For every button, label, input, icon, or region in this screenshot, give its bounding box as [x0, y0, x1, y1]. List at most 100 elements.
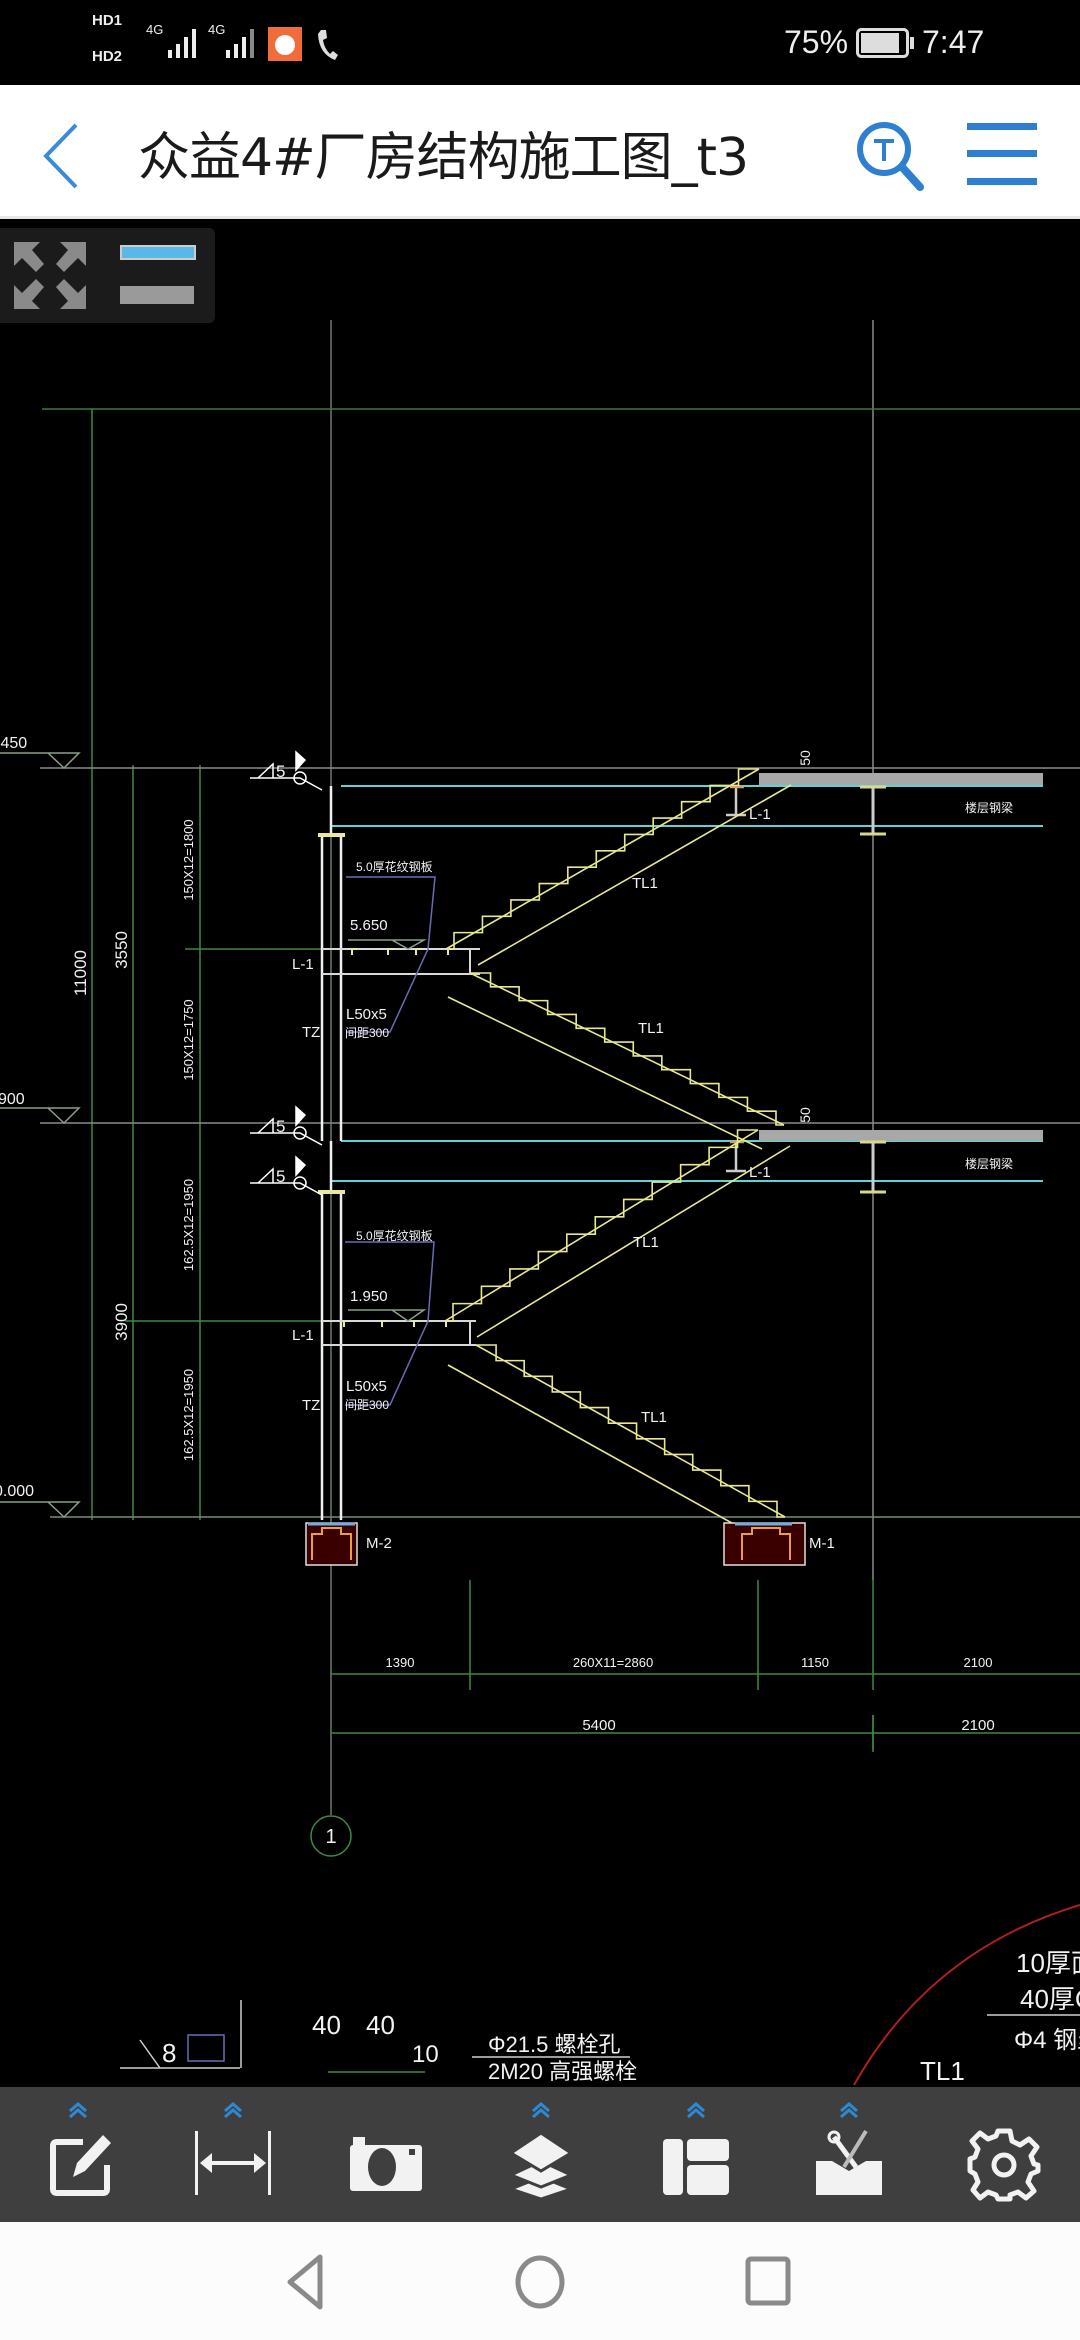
- detail-label: TL1: [920, 2056, 965, 2086]
- measure-distance-icon: [195, 2131, 271, 2195]
- expand-chevron-icon: [687, 2102, 705, 2119]
- stair-nosing-line: [469, 972, 785, 1126]
- bottom-toolbar: [0, 2087, 1080, 2222]
- elevation-label: 900: [0, 1091, 25, 1108]
- stair-steps: [445, 1129, 758, 1322]
- view-control-panel: [0, 228, 215, 323]
- stair-beam-label: TL1: [633, 1234, 659, 1251]
- network-type-1: 4G: [146, 22, 164, 37]
- detail-dim: 40: [366, 2010, 395, 2040]
- dim-flight-label: 162.5X12=1950: [181, 1179, 196, 1271]
- edit-icon: [50, 2135, 111, 2196]
- weld-size: 5: [276, 1167, 285, 1186]
- stair-nosing-line: [475, 1344, 786, 1518]
- offset-label: 50: [797, 1107, 813, 1123]
- layer-toggle-active[interactable]: [120, 245, 196, 260]
- annotate-button[interactable]: [23, 2087, 133, 2222]
- landing-elevation-markers: [348, 939, 427, 1322]
- detail-dim: 10: [412, 2041, 439, 2068]
- screenshot-button[interactable]: [331, 2087, 441, 2222]
- status-bar: HD1 HD2 4G 4G 75% 7:47: [0, 0, 1080, 85]
- dim-lower-label: 3900: [112, 1303, 131, 1341]
- app-header: 众益4#厂房结构施工图_t3: [0, 85, 1080, 219]
- stair-stringer: [447, 1364, 758, 1538]
- elevation-markers: [0, 752, 81, 1519]
- base-label: M-1: [809, 1535, 835, 1552]
- detail-note: 10厚面: [1016, 1948, 1080, 1978]
- expand-chevron-icon: [532, 2102, 550, 2119]
- layout-icon: [663, 2139, 729, 2195]
- angle-label: L50x5: [346, 1378, 387, 1395]
- edge-beam-label: L-1: [749, 1164, 771, 1181]
- tools-button[interactable]: [794, 2087, 904, 2222]
- dim-upper-label: 3550: [112, 931, 131, 969]
- signal-icon-2: [226, 29, 254, 58]
- plate-note: 5.0厚花纹钢板: [356, 859, 433, 874]
- layer-toggle-inactive[interactable]: [120, 286, 194, 304]
- sim1-indicator: HD1: [92, 12, 123, 29]
- stair-stringer: [476, 1145, 791, 1338]
- elevation-label: 0.000: [0, 1483, 34, 1500]
- weld-box: [187, 2034, 225, 2062]
- back-button[interactable]: [36, 121, 86, 191]
- dim-label: 2100: [964, 1655, 993, 1670]
- dim-flight-label: 150X12=1800: [181, 819, 196, 900]
- fit-to-screen-icon[interactable]: [10, 238, 90, 313]
- signal-icon-1: [168, 29, 196, 58]
- offset-label: 50: [797, 750, 813, 766]
- grid-axis-label: 1: [325, 1826, 336, 1848]
- beam-label: L-1: [292, 956, 314, 973]
- dim-label: 2100: [961, 1717, 994, 1734]
- detail-note: Φ21.5 螺栓孔: [488, 2032, 620, 2057]
- plate-note: 5.0厚花纹钢板: [356, 1228, 433, 1243]
- floor-beam-label: 楼层钢梁: [965, 1156, 1013, 1171]
- base-m2: [305, 1522, 358, 1566]
- column-label: TZ: [302, 1024, 320, 1041]
- text-search-button[interactable]: [852, 117, 932, 197]
- nav-home-button[interactable]: [500, 2247, 580, 2317]
- app-notification-icon: [268, 27, 302, 61]
- detail-callout-arc: [853, 1904, 1080, 2086]
- stair-stringer: [477, 784, 792, 966]
- floor-slab: [759, 773, 1043, 785]
- column-tz: [318, 786, 345, 1520]
- dim-label: 260X11=2860: [573, 1655, 653, 1670]
- stair-beam-label: TL1: [638, 1020, 664, 1037]
- weld-symbols: [250, 750, 323, 1196]
- network-type-2: 4G: [208, 22, 226, 37]
- spacing-label: 间距300: [345, 1398, 389, 1412]
- nav-recents-button[interactable]: [728, 2247, 808, 2317]
- expand-chevron-icon: [69, 2102, 87, 2119]
- layers-button[interactable]: [486, 2087, 596, 2222]
- detail-note: 2M20 高强螺栓: [488, 2059, 637, 2084]
- detail-dim: 40: [312, 2010, 341, 2040]
- landing-elevation: 1.950: [350, 1288, 388, 1305]
- edge-beam-label: L-1: [749, 806, 771, 823]
- expand-chevron-icon: [840, 2102, 858, 2119]
- sim2-indicator: HD2: [92, 48, 123, 65]
- expand-chevron-icon: [224, 2102, 242, 2119]
- dim-flight-label: 162.5X12=1950: [181, 1369, 196, 1461]
- weld-size: 5: [276, 762, 285, 781]
- floor-slab: [759, 1130, 1043, 1141]
- stair-beam-label: TL1: [632, 875, 658, 892]
- measure-button[interactable]: [178, 2087, 288, 2222]
- detail-note: 40厚C: [1020, 1984, 1080, 2014]
- dim-label: 1390: [386, 1655, 415, 1670]
- leader-lines: [345, 876, 436, 1406]
- base-label: M-2: [366, 1535, 392, 1552]
- stair-steps: [470, 972, 784, 1126]
- column-label: TZ: [302, 1397, 320, 1414]
- camera-icon: [350, 2137, 422, 2191]
- settings-button[interactable]: [949, 2087, 1059, 2222]
- phone-call-icon: [318, 30, 338, 60]
- nav-back-button[interactable]: [268, 2247, 348, 2317]
- elevation-label: .450: [0, 735, 27, 752]
- grid-axis-bubble: [310, 1815, 352, 1857]
- menu-button[interactable]: [962, 121, 1042, 191]
- layout-button[interactable]: [641, 2087, 751, 2222]
- stair-stringer: [447, 996, 763, 1150]
- stair-beam-label: TL1: [641, 1409, 667, 1426]
- detail-fragments: [120, 2000, 1080, 2073]
